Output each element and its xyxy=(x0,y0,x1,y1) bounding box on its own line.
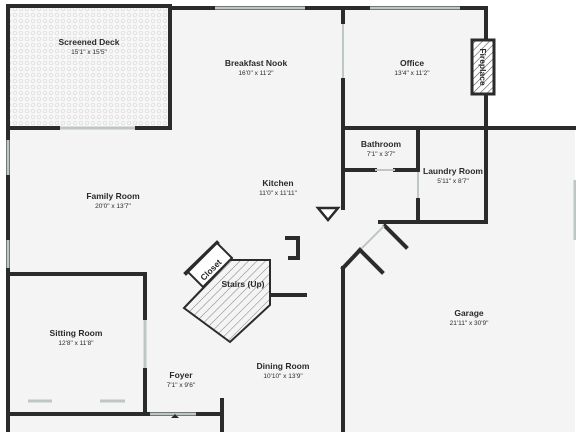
stairs-label: Stairs (Up) xyxy=(222,279,265,289)
stairs: Stairs (Up) xyxy=(182,259,271,344)
fireplace-label: Fireplace xyxy=(478,48,488,86)
screened-deck-name: Screened Deck xyxy=(59,37,120,47)
breakfast-nook-name: Breakfast Nook xyxy=(225,58,288,68)
sitting-room-dims: 12'8" x 11'8" xyxy=(58,340,94,347)
office-dims: 13'4" x 11'2" xyxy=(394,70,430,77)
entry-door xyxy=(150,412,196,418)
garage-dims: 21'11" x 30'9" xyxy=(450,320,489,327)
foyer-name: Foyer xyxy=(169,370,193,380)
fireplace: Fireplace xyxy=(470,38,496,96)
kitchen-dims: 11'0" x 11'11" xyxy=(259,190,298,197)
family-room-name: Family Room xyxy=(86,191,140,201)
laundry-room-name: Laundry Room xyxy=(423,166,483,176)
foyer-dims: 7'1" x 9'6" xyxy=(167,382,196,389)
garage-name: Garage xyxy=(454,308,484,318)
screened-deck-floor xyxy=(8,6,170,128)
bathroom-dims: 7'1" x 3'7" xyxy=(367,151,396,158)
laundry-room-dims: 5'11" x 8'7" xyxy=(437,178,469,185)
kitchen-name: Kitchen xyxy=(262,178,293,188)
sitting-room-name: Sitting Room xyxy=(50,328,103,338)
family-room-dims: 20'0" x 13'7" xyxy=(95,203,131,210)
office-name: Office xyxy=(400,58,424,68)
main-floor xyxy=(8,8,575,432)
room-labels: Screened Deck 15'1" x 15'5" Breakfast No… xyxy=(50,37,490,389)
windows xyxy=(6,6,576,403)
screened-deck-dims: 15'1" x 15'5" xyxy=(71,49,107,56)
breakfast-nook-dims: 16'0" x 11'2" xyxy=(238,70,274,77)
dining-room-dims: 10'10" x 13'9" xyxy=(263,373,303,380)
bathroom-name: Bathroom xyxy=(361,139,402,149)
doors xyxy=(342,24,419,249)
dining-room-name: Dining Room xyxy=(257,361,310,371)
